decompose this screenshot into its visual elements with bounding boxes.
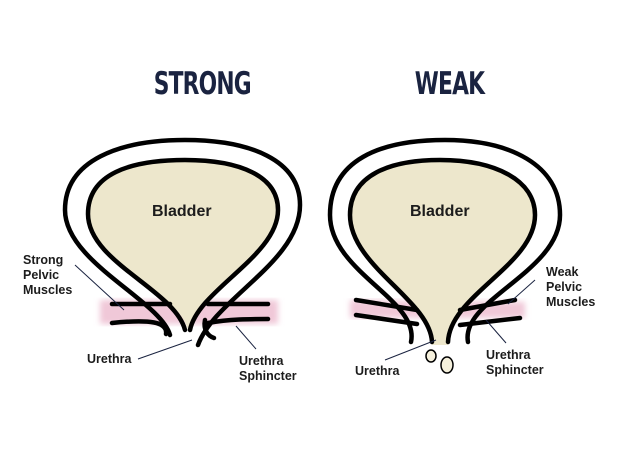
urine-drop: [425, 349, 437, 363]
weak-bladder: [327, 137, 563, 374]
strong-title: STRONG: [153, 66, 252, 102]
weak-leaders: [384, 279, 536, 361]
strong-bladder: [62, 137, 303, 348]
weak-bladder-fill: [350, 160, 535, 345]
weak-urethra-label: Urethra: [355, 364, 400, 378]
weak-bladder-label: Bladder: [410, 203, 470, 220]
strong-bladder-label: Bladder: [152, 203, 212, 220]
strong-leaders: [74, 264, 257, 360]
urine-drop: [440, 356, 454, 374]
strong-urethra-label: Urethra: [87, 352, 132, 366]
strong-bladder-fill: [88, 160, 278, 330]
weak-title: WEAK: [414, 66, 485, 102]
